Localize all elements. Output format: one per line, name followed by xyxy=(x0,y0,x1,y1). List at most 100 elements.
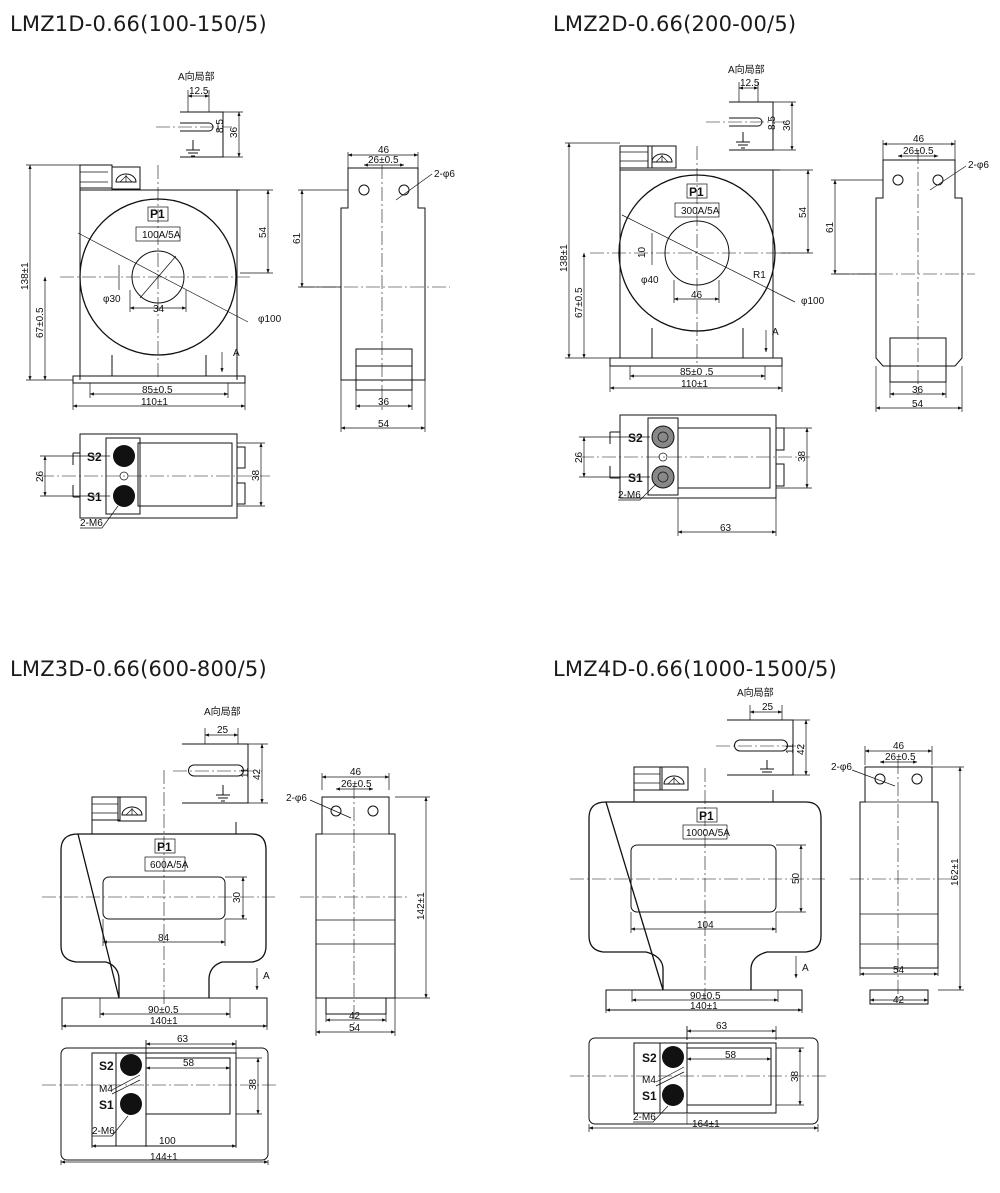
dim-hole-54: 54 xyxy=(798,206,809,218)
arrow-a: A xyxy=(263,971,270,982)
side-dim-54: 54 xyxy=(912,399,924,410)
rating-label: 600A/5A xyxy=(150,860,189,871)
m4-label: M4 xyxy=(642,1075,656,1086)
model-4-drawing: A向局部 25 42 11 xyxy=(570,686,964,1132)
model-3-side-view: 46 26±0.5 2-φ6 142±1 42 54 xyxy=(286,767,430,1036)
dim-a-width: 25 xyxy=(217,725,229,736)
model-2-side-view: 46 26±0.5 2-φ6 61 36 54 xyxy=(825,134,989,412)
terminal-dim-26: 26 xyxy=(574,451,585,463)
rating-label: 100A/5A xyxy=(142,230,181,241)
dim-window-w: 104 xyxy=(697,920,714,931)
dim-outer-100: φ100 xyxy=(801,296,825,307)
screw-label: 2-M6 xyxy=(633,1112,656,1123)
terminal-s2: S2 xyxy=(642,1051,657,1065)
arrow-a: A xyxy=(233,348,240,359)
dim-height-138: 138±1 xyxy=(20,262,31,290)
view-a-label: A向局部 xyxy=(178,70,215,83)
side-dim-54: 54 xyxy=(349,1023,361,1034)
screw-label: 2-M6 xyxy=(92,1126,115,1137)
terminal-dim-63: 63 xyxy=(720,523,732,534)
side-hole-label: 2-φ6 xyxy=(968,160,989,171)
terminal-s2: S2 xyxy=(99,1059,114,1073)
side-dim-26: 26±0.5 xyxy=(341,779,372,790)
model-1-view-a: A向局部 12.5 36 8.5 xyxy=(156,70,243,158)
model-2-terminal-view: S2 S1 26 38 2-M6 63 xyxy=(574,414,812,536)
dim-window-30: φ30 xyxy=(103,294,121,305)
terminal-dim-26: 26 xyxy=(35,470,46,482)
p1-label: P1 xyxy=(157,840,172,854)
dim-height-138: 138±1 xyxy=(559,244,570,272)
model-4-terminal-view: 63 58 38 S2 S1 M4 2-M6 164±1 xyxy=(570,1021,828,1132)
dim-base-140: 140±1 xyxy=(150,1016,178,1027)
terminal-dim-63: 63 xyxy=(716,1021,728,1032)
model-4-title: LMZ4D-0.66(1000-1500/5) xyxy=(553,657,837,681)
m4-label: M4 xyxy=(99,1084,113,1095)
side-hole-label: 2-φ6 xyxy=(434,169,455,180)
model-1-terminal-view: S2 S1 26 38 2-M6 xyxy=(35,433,270,529)
dim-a-height: 36 xyxy=(229,126,240,138)
dim-a-height: 42 xyxy=(796,743,807,755)
terminal-s1: S1 xyxy=(99,1098,114,1112)
side-dim-26: 26±0.5 xyxy=(885,752,916,763)
terminal-dim-38: 38 xyxy=(797,450,808,462)
dim-base-110: 110±1 xyxy=(681,379,708,390)
dim-lower-67: 67±0.5 xyxy=(35,307,46,338)
side-hole-label: 2-φ6 xyxy=(286,793,307,804)
p1-label: P1 xyxy=(150,207,165,221)
model-1-title: LMZ1D-0.66(100-150/5) xyxy=(10,12,267,36)
dim-a-height: 42 xyxy=(252,768,263,780)
terminal-s2: S2 xyxy=(87,450,102,464)
model-1-drawing: A向局部 12.5 36 8.5 xyxy=(20,70,455,529)
arrow-a: A xyxy=(772,327,779,338)
side-dim-61: 61 xyxy=(825,221,836,233)
side-dim-54: 54 xyxy=(378,419,390,430)
terminal-dim-58: 58 xyxy=(183,1058,195,1069)
rating-label: 300A/5A xyxy=(681,206,720,217)
terminal-s1: S1 xyxy=(87,490,102,504)
model-3-view-a: A向局部 25 42 11 xyxy=(173,705,268,804)
side-hole-label: 2-φ6 xyxy=(831,762,852,773)
dim-inner-34: 34 xyxy=(153,304,165,315)
model-3-drawing: A向局部 25 42 11 xyxy=(42,705,430,1165)
rating-label: 1000A/5A xyxy=(686,828,730,839)
side-dim-42: 42 xyxy=(893,995,905,1006)
side-dim-54: 54 xyxy=(893,965,905,976)
dim-a-slot: 11 xyxy=(240,767,251,778)
terminal-dim-38: 38 xyxy=(790,1070,801,1082)
view-a-label: A向局部 xyxy=(204,705,241,718)
side-dim-61: 61 xyxy=(292,232,303,244)
dim-a-width: 12.5 xyxy=(740,78,760,89)
terminal-dim-144: 144±1 xyxy=(150,1152,178,1163)
side-dim-46: 46 xyxy=(378,145,390,156)
model-2-title: LMZ2D-0.66(200-00/5) xyxy=(553,12,797,36)
dim-feet-90: 90±0.5 xyxy=(148,1005,179,1016)
terminal-s1: S1 xyxy=(628,471,643,485)
dim-a-slot: 11 xyxy=(785,743,796,754)
dim-a-height: 36 xyxy=(782,119,793,131)
model-3-front-view: P1 600A/5A 30 84 A 90±0.5 140±1 xyxy=(42,770,275,1030)
arrow-a: A xyxy=(802,963,809,974)
terminal-dim-38: 38 xyxy=(251,469,262,481)
model-1-front-view: P1 100A/5A 138±1 67±0.5 54 34 φ30 φ100 A xyxy=(20,164,282,410)
dim-a-slot: 8.5 xyxy=(767,116,778,130)
terminal-dim-38: 38 xyxy=(248,1078,259,1090)
dim-a-width: 12.5 xyxy=(189,86,209,97)
dim-inner-46: 46 xyxy=(691,290,703,301)
model-2-view-a: A向局部 12.5 36 8.5 xyxy=(706,63,796,151)
dim-feet-85: 85±0 .5 xyxy=(680,367,714,378)
dim-a-width: 25 xyxy=(762,702,774,713)
dim-window-w: 84 xyxy=(158,933,170,944)
terminal-dim-164: 164±1 xyxy=(692,1119,720,1130)
dim-window-40: φ40 xyxy=(641,275,659,286)
screw-label: 2-M6 xyxy=(80,518,103,529)
view-a-label: A向局部 xyxy=(737,686,774,699)
dim-base-140: 140±1 xyxy=(690,1001,718,1012)
side-dim-36: 36 xyxy=(378,397,390,408)
model-2-drawing: A向局部 12.5 36 8.5 xyxy=(559,63,989,536)
side-dim-46: 46 xyxy=(893,741,905,752)
p1-label: P1 xyxy=(689,185,704,199)
terminal-dim-63: 63 xyxy=(177,1034,189,1045)
dim-r1: R1 xyxy=(753,270,766,281)
